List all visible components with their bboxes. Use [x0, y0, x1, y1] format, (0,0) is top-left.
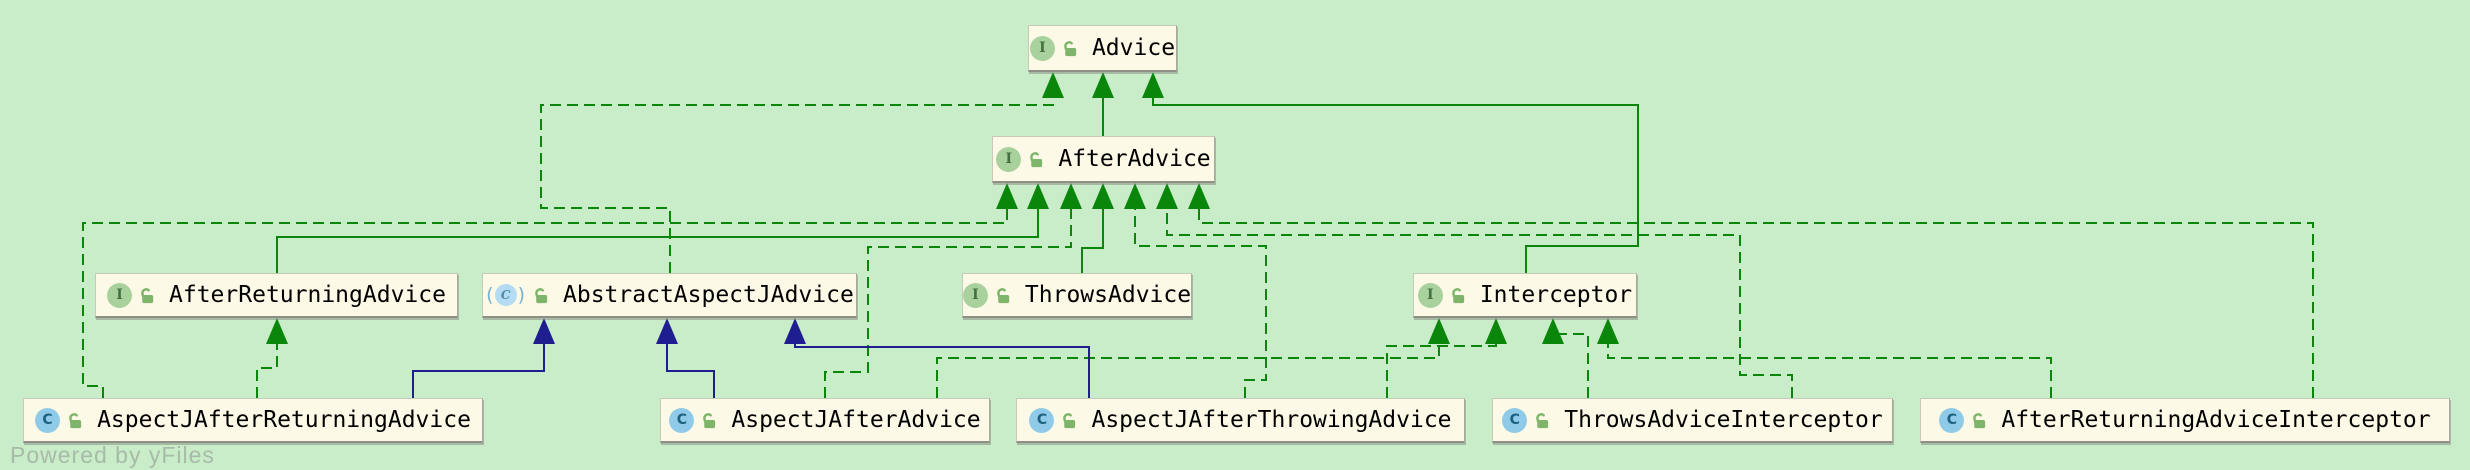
- lock-icon: [65, 411, 84, 430]
- lock-icon: [1026, 150, 1045, 169]
- edge-aspectj-after-returning-advice-extends-abstract-aspectj-advice: [412, 318, 555, 398]
- edge-aspectj-after-returning-advice-implements-after-returning-advice: [256, 318, 288, 398]
- lock-icon: [993, 286, 1012, 305]
- node-label: Advice: [1091, 35, 1176, 61]
- edge-aspectj-after-advice-implements-interceptor: [936, 318, 1450, 398]
- node-label: AfterReturningAdviceInterceptor: [2001, 407, 2431, 433]
- node-abstract-aspectj-advice[interactable]: (C) AbstractAspectJAdvice: [482, 273, 857, 318]
- node-label: AfterReturningAdvice: [169, 282, 446, 308]
- class-icon: C: [35, 407, 61, 433]
- edge-aspectj-after-throwing-advice-extends-abstract-aspectj-advice: [784, 318, 1090, 398]
- edge-aspectj-after-advice-implements-after-advice: [824, 183, 1082, 398]
- edge-aspectj-after-returning-advice-implements-after-advice: [82, 183, 1018, 398]
- node-aspectj-after-throwing-advice[interactable]: C AspectJAfterThrowingAdvice: [1016, 398, 1465, 443]
- interface-icon: I: [962, 282, 988, 308]
- node-label: ThrowsAdviceInterceptor: [1564, 407, 1883, 433]
- lock-icon: [1059, 411, 1078, 430]
- node-label: ThrowsAdvice: [1024, 282, 1192, 308]
- lock-icon: [1060, 39, 1079, 58]
- class-icon: C: [1502, 407, 1528, 433]
- node-aspectj-after-advice[interactable]: C AspectJAfterAdvice: [660, 398, 990, 443]
- edge-aspectj-after-throwing-advice-implements-after-advice: [1124, 183, 1267, 398]
- node-after-returning-advice[interactable]: I AfterReturningAdvice: [95, 273, 458, 318]
- edge-throws-advice-extends-after-advice: [1081, 183, 1114, 273]
- edge-throws-advice-interceptor-implements-interceptor: [1542, 318, 1589, 398]
- node-advice[interactable]: I Advice: [1028, 25, 1177, 72]
- lock-icon: [1532, 411, 1551, 430]
- class-icon: C: [1939, 407, 1965, 433]
- abstract-class-icon: (C): [486, 284, 526, 306]
- lock-icon: [1969, 411, 1988, 430]
- edge-interceptor-extends-advice: [1142, 72, 1639, 273]
- interface-icon: I: [996, 146, 1022, 172]
- class-icon: C: [1029, 407, 1055, 433]
- node-after-returning-advice-interceptor[interactable]: C AfterReturningAdviceInterceptor: [1920, 398, 2450, 443]
- node-aspectj-after-returning-advice[interactable]: C AspectJAfterReturningAdvice: [23, 398, 483, 443]
- yfiles-watermark: Powered by yFiles: [10, 442, 215, 468]
- lock-icon: [699, 411, 718, 430]
- interface-icon: I: [107, 282, 133, 308]
- lock-icon: [137, 286, 156, 305]
- class-icon: C: [669, 407, 695, 433]
- edge-after-returning-advice-interceptor-implements-interceptor: [1597, 318, 2052, 398]
- node-after-advice[interactable]: I AfterAdvice: [992, 136, 1215, 183]
- interface-icon: I: [1029, 35, 1055, 61]
- lock-icon: [531, 286, 550, 305]
- edge-aspectj-after-advice-extends-abstract-aspectj-advice: [656, 318, 715, 398]
- edge-aspectj-after-throwing-advice-implements-interceptor: [1386, 318, 1507, 398]
- edge-after-returning-advice-extends-after-advice: [276, 183, 1049, 273]
- edge-throws-advice-interceptor-implements-after-advice: [1156, 183, 1793, 398]
- node-label: AbstractAspectJAdvice: [563, 282, 854, 308]
- node-label: AfterAdvice: [1058, 146, 1211, 172]
- interface-icon: I: [1417, 282, 1443, 308]
- node-label: AspectJAfterAdvice: [731, 407, 981, 433]
- node-label: AspectJAfterReturningAdvice: [97, 407, 471, 433]
- node-interceptor[interactable]: I Interceptor: [1413, 273, 1637, 318]
- node-label: AspectJAfterThrowingAdvice: [1091, 407, 1452, 433]
- edge-after-advice-extends-advice: [1092, 72, 1114, 136]
- node-throws-advice-interceptor[interactable]: C ThrowsAdviceInterceptor: [1492, 398, 1893, 443]
- node-throws-advice[interactable]: I ThrowsAdvice: [962, 273, 1192, 318]
- node-label: Interceptor: [1479, 282, 1633, 308]
- edge-abstract-aspectj-advice-implements-advice: [540, 72, 1064, 273]
- lock-icon: [1448, 286, 1467, 305]
- edge-after-returning-advice-interceptor-implements-after-advice: [1188, 183, 2314, 398]
